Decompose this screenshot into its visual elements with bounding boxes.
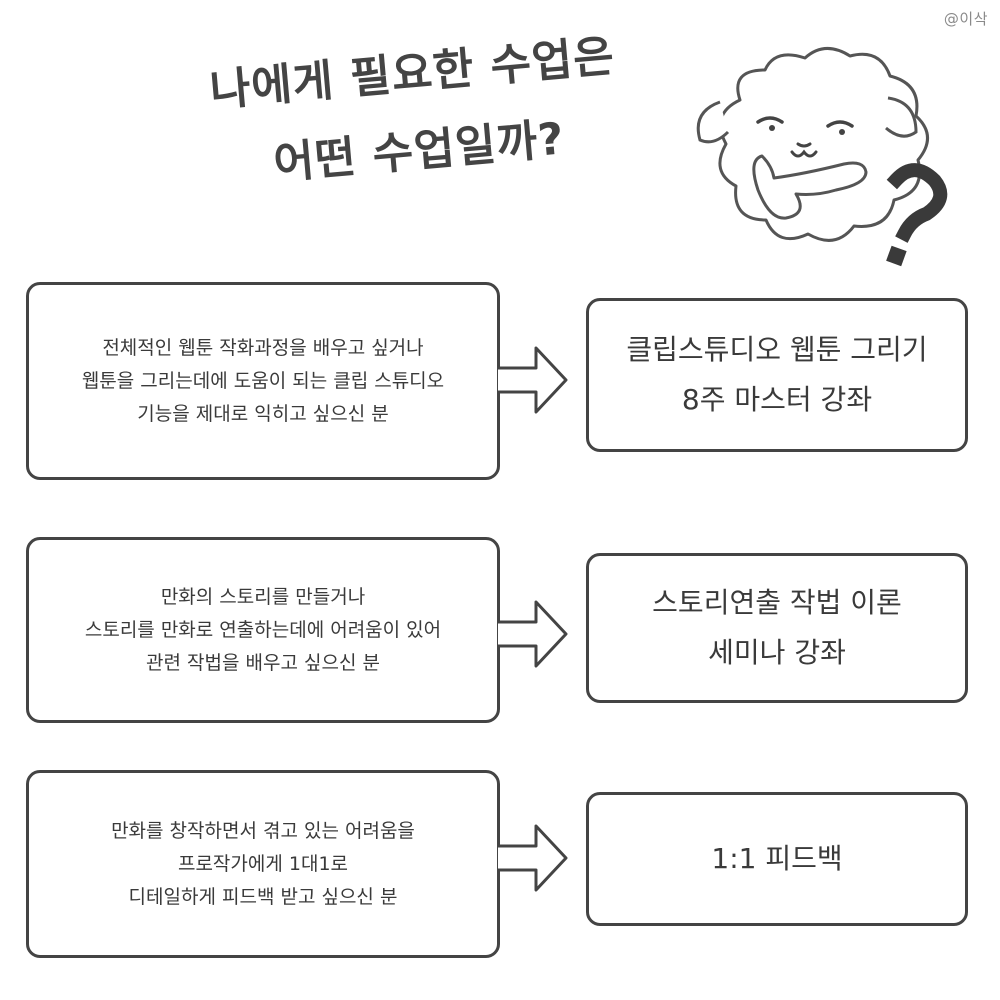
row-3-audience-line-3: 디테일하게 피드백 받고 싶으신 분 — [128, 885, 398, 908]
row-1-course-box: 클립스튜디오 웹툰 그리기 8주 마스터 강좌 — [586, 298, 968, 452]
row-1-audience-line-3: 기능을 제대로 익히고 싶으신 분 — [137, 402, 389, 425]
question-mark-icon — [886, 163, 948, 267]
row-2-audience-line-2: 스토리를 만화로 연출하는데에 어려움이 있어 — [84, 618, 442, 641]
row-3-audience-line-2: 프로작가에게 1대1로 — [177, 852, 349, 875]
row-2-course-line-1: 스토리연출 작법 이론 — [652, 586, 902, 619]
row-1-audience-line-1: 전체적인 웹툰 작화과정을 배우고 싶거나 — [102, 336, 424, 359]
row-2-audience-box: 만화의 스토리를 만들거나 스토리를 만화로 연출하는데에 어려움이 있어 관련… — [26, 537, 500, 723]
row-3-arrow-icon — [498, 824, 568, 892]
row-2-audience-line-1: 만화의 스토리를 만들거나 — [160, 585, 366, 608]
author-credit: @이삭 — [943, 10, 988, 28]
row-1-audience-line-2: 웹툰을 그리는데에 도움이 되는 클립 스튜디오 — [81, 369, 445, 392]
row-1-audience-box: 전체적인 웹툰 작화과정을 배우고 싶거나 웹툰을 그리는데에 도움이 되는 클… — [26, 282, 500, 480]
row-3-audience-line-1: 만화를 창작하면서 겪고 있는 어려움을 — [111, 819, 415, 842]
row-2-audience-line-3: 관련 작법을 배우고 싶으신 분 — [146, 651, 380, 674]
row-1-arrow-icon — [498, 346, 568, 414]
thinking-sheep-icon — [696, 47, 948, 267]
row-1-course-line-2: 8주 마스터 강좌 — [681, 383, 873, 416]
row-2-course-box: 스토리연출 작법 이론 세미나 강좌 — [586, 553, 968, 703]
row-3-audience-box: 만화를 창작하면서 겪고 있는 어려움을 프로작가에게 1대1로 디테일하게 피… — [26, 770, 500, 958]
row-2-course-line-2: 세미나 강좌 — [708, 636, 846, 669]
row-3-course-box: 1:1 피드백 — [586, 792, 968, 926]
row-2-arrow-icon — [498, 600, 568, 668]
row-3-course-line-1: 1:1 피드백 — [711, 842, 843, 875]
page-title: 나에게 필요한 수업은 어떤 수업일까? — [150, 13, 682, 214]
row-1-course-line-1: 클립스튜디오 웹툰 그리기 — [626, 333, 928, 366]
